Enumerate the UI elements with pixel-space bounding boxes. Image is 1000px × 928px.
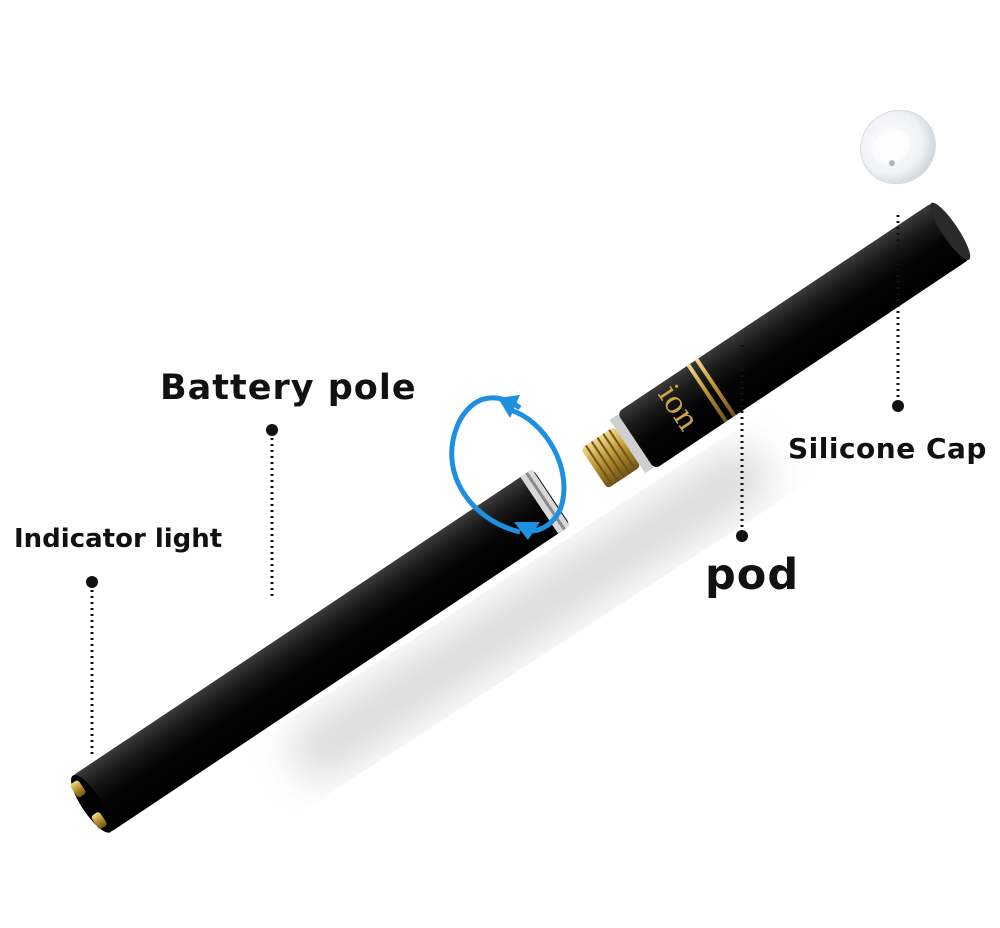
battery-body [73, 471, 569, 831]
leader-battery-pole [266, 424, 278, 600]
label-battery-pole: Battery pole [160, 368, 417, 408]
label-silicone-cap: Silicone Cap [788, 432, 987, 465]
silicone-cap [860, 109, 936, 185]
leader-silicone-cap [892, 215, 904, 412]
gold-ring [686, 363, 728, 423]
label-pod: pod [705, 550, 800, 600]
device-pen: ion [70, 202, 971, 833]
label-indicator-light: Indicator light [14, 524, 223, 554]
pod-body [619, 204, 969, 467]
floor-shadow [290, 446, 771, 779]
leader-indicator-light [86, 576, 98, 755]
leader-pod [736, 345, 748, 542]
twist-arrow-icon [449, 395, 567, 540]
thread-connector [582, 414, 654, 488]
